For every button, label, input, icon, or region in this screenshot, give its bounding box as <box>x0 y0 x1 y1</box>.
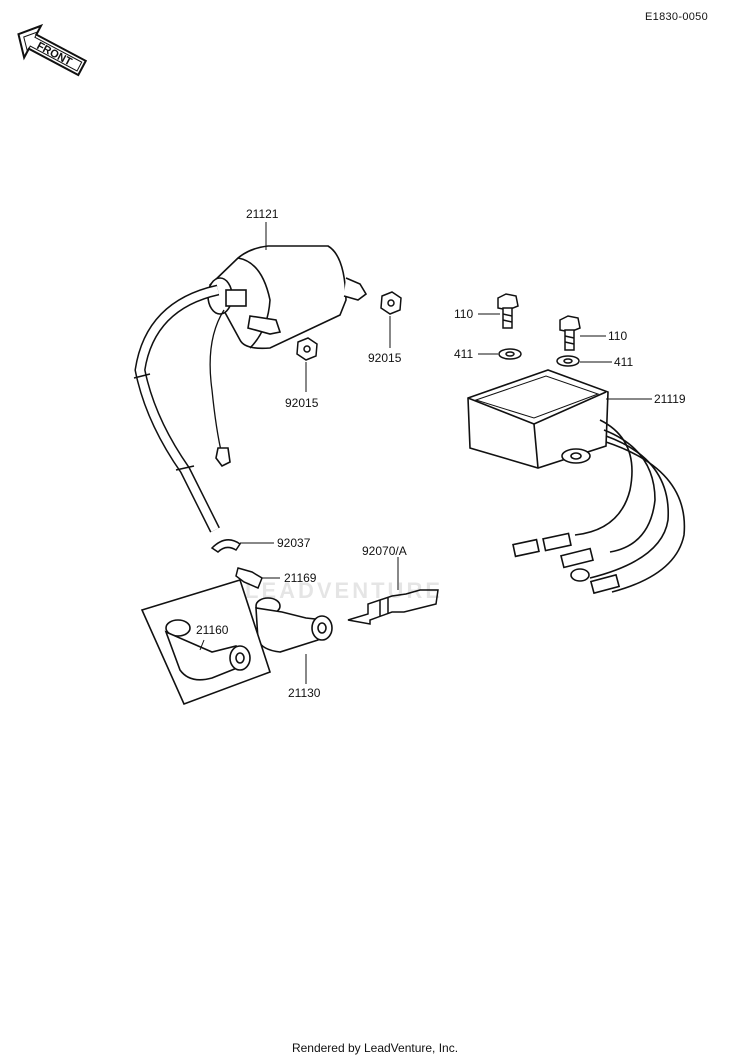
label-washer-a: 411 <box>454 347 473 361</box>
label-igniter: 21119 <box>654 392 686 406</box>
plug-cap <box>255 597 333 653</box>
label-bolt-b: 110 <box>608 329 627 343</box>
footer-credit: Rendered by LeadVenture, Inc. <box>291 1041 459 1055</box>
connector-icon <box>235 567 263 589</box>
washer-icon <box>498 348 580 367</box>
label-washer-b: 411 <box>614 355 633 369</box>
igniter-unit <box>467 369 686 595</box>
label-cap: 21130 <box>288 686 321 700</box>
label-connector: 21169 <box>284 571 317 585</box>
bolt-icon <box>497 293 581 351</box>
watermark: LEADVENTURE <box>245 578 444 603</box>
label-nut-b: 92015 <box>285 396 319 410</box>
front-arrow-icon: FRONT <box>17 23 88 77</box>
clip-icon <box>210 539 242 553</box>
label-clip: 92037 <box>277 536 311 550</box>
label-cap-alt: 21160 <box>196 623 229 637</box>
label-spark-plug: 92070/A <box>362 544 407 558</box>
label-nut-a: 92015 <box>368 351 402 365</box>
spark-plug-icon <box>347 589 439 625</box>
nut-icon <box>296 291 402 361</box>
label-coil: 21121 <box>246 207 279 221</box>
ignition-coil <box>133 245 368 533</box>
leader-lines <box>199 222 652 684</box>
label-bolt-a: 110 <box>454 307 473 321</box>
plug-cap-alt-frame <box>140 579 271 706</box>
diagram-code: E1830-0050 <box>645 11 708 23</box>
